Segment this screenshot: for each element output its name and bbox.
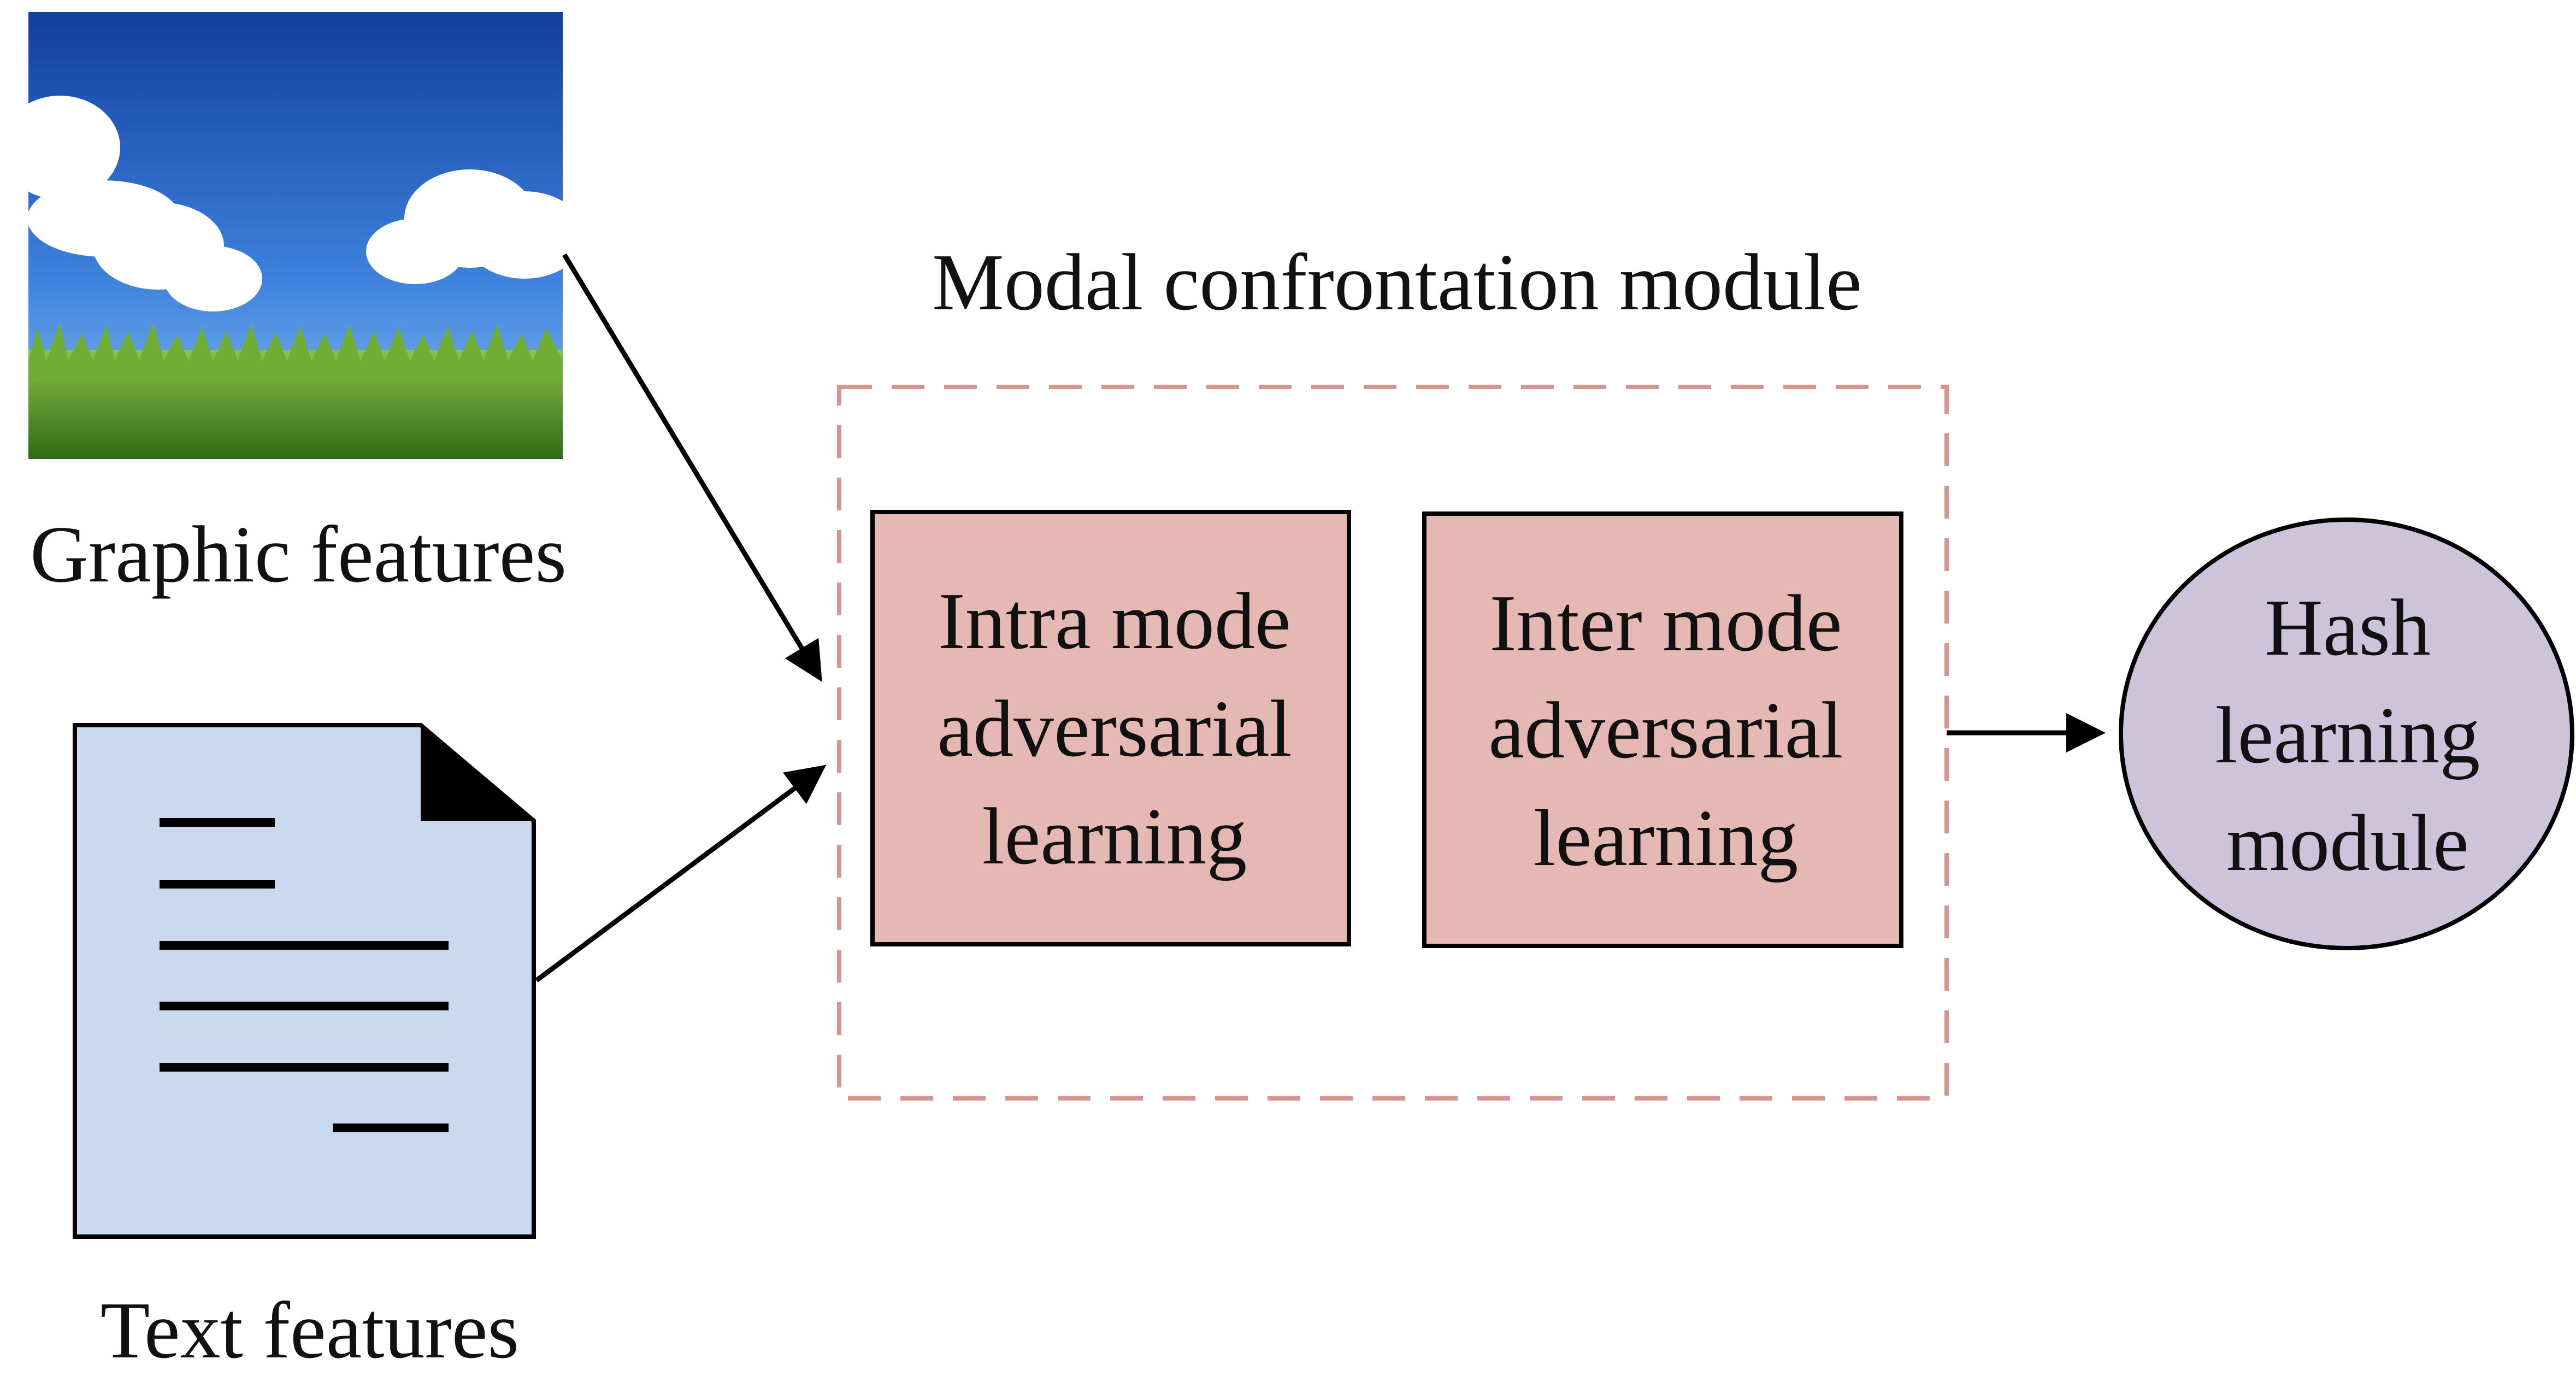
cloud-right	[366, 169, 563, 284]
arrow-graphic-to-module	[562, 253, 822, 682]
intra-box-line-1: Intra mode	[938, 577, 1290, 666]
hash-node-line-3: module	[2226, 798, 2469, 888]
hash-learning-node: Hash learning module	[2119, 517, 2574, 950]
inter-mode-box: Inter mode adversarial learning	[1422, 511, 1903, 948]
inter-box-line-1: Inter mode	[1489, 579, 1842, 668]
inter-box-line-3: learning	[1534, 793, 1799, 883]
arrow-text-to-module	[535, 764, 827, 983]
document-icon	[73, 723, 536, 1239]
modal-confrontation-container	[837, 385, 1949, 1101]
hash-node-line-2: learning	[2215, 691, 2480, 780]
graphic-photo	[28, 12, 563, 459]
grass-blades	[28, 322, 563, 383]
intra-mode-box: Intra mode adversarial learning	[870, 510, 1351, 946]
intra-box-line-3: learning	[982, 792, 1247, 881]
text-features-label: Text features	[101, 1286, 519, 1375]
inter-box-line-2: adversarial	[1488, 686, 1843, 775]
module-title: Modal confrontation module	[932, 238, 1862, 327]
cloud-left	[28, 96, 262, 311]
hash-node-line-1: Hash	[2265, 583, 2431, 673]
intra-box-line-2: adversarial	[937, 684, 1292, 774]
graphic-features-label: Graphic features	[30, 510, 567, 599]
